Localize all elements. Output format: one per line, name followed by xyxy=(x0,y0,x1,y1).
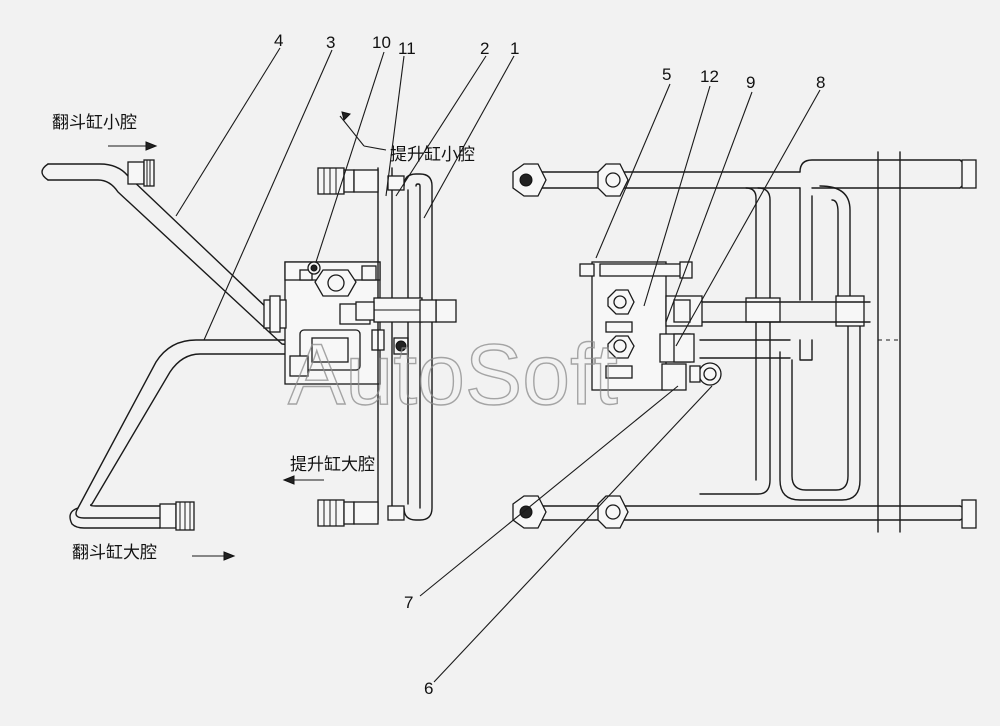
right-loops xyxy=(699,185,871,501)
leader-lines xyxy=(175,47,821,683)
pipe-3 xyxy=(69,339,321,529)
right-assembly xyxy=(512,151,977,533)
pipe-4-fitting xyxy=(127,159,155,187)
callout-7: 7 xyxy=(404,593,413,612)
callout-12: 12 xyxy=(700,67,719,86)
vertical-pipes-left xyxy=(317,167,457,527)
label-lift-large-chamber: 提升缸大腔 xyxy=(290,454,375,475)
right-valve-block xyxy=(579,261,722,391)
callout-9: 9 xyxy=(746,73,755,92)
right-frame xyxy=(877,151,901,533)
label-tipper-large-chamber: 翻斗缸大腔 xyxy=(72,542,157,563)
watermark: AutoSoft xyxy=(288,327,618,423)
callout-11: 11 xyxy=(398,39,416,58)
left-assembly xyxy=(41,159,457,531)
label-tipper-small-chamber: 翻斗缸小腔 xyxy=(52,112,137,133)
callout-1: 1 xyxy=(510,39,519,58)
callout-4: 4 xyxy=(274,31,283,50)
right-top-pipe xyxy=(512,159,977,197)
callout-3: 3 xyxy=(326,33,335,52)
callout-8: 8 xyxy=(816,73,825,92)
flow-arrows xyxy=(108,111,351,561)
callout-5: 5 xyxy=(662,65,671,84)
callout-10: 10 xyxy=(372,33,391,52)
pipe-3-fitting xyxy=(159,501,195,531)
label-lift-small-chamber: 提升缸小腔 xyxy=(390,144,475,165)
left-valve-block xyxy=(263,261,409,385)
right-bottom-pipe xyxy=(512,495,977,529)
callout-2: 2 xyxy=(480,39,489,58)
callout-6: 6 xyxy=(424,679,433,698)
